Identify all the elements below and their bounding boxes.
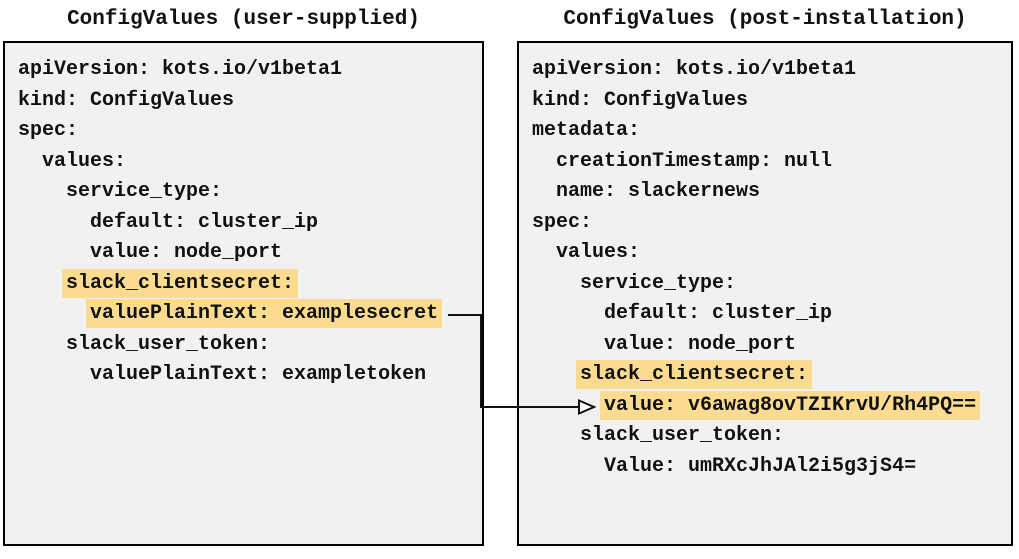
yaml-line: apiVersion: kots.io/v1beta1 <box>532 55 1011 86</box>
yaml-text: Value: umRXcJhJAl2i5g3jS4= <box>604 454 917 478</box>
yaml-line: metadata: <box>532 116 1011 147</box>
yaml-text: apiVersion: kots.io/v1beta1 <box>532 58 857 81</box>
yaml-line: values: <box>532 238 1011 269</box>
yaml-text: values: <box>42 149 127 173</box>
yaml-text: spec: <box>18 119 79 142</box>
yaml-line: value: node_port <box>532 330 1011 361</box>
yaml-text: slack_user_token: <box>66 332 271 356</box>
indent <box>532 455 604 478</box>
indent <box>18 333 66 356</box>
indent <box>532 424 580 447</box>
yaml-text: default: cluster_ip <box>604 302 833 325</box>
yaml-line-highlighted: value: v6awag8ovTZIKrvU/Rh4PQ== <box>532 390 1011 422</box>
post-installation-config-panel: apiVersion: kots.io/v1beta1 kind: Config… <box>517 41 1013 546</box>
yaml-text: default: cluster_ip <box>90 210 319 234</box>
yaml-line: creationTimestamp: null <box>532 147 1011 178</box>
yaml-text: apiVersion: kots.io/v1beta1 <box>18 58 343 81</box>
yaml-text: slack_user_token: <box>580 424 785 447</box>
yaml-text: values: <box>556 241 641 264</box>
yaml-text: spec: <box>532 210 593 234</box>
yaml-line: kind: ConfigValues <box>532 86 1011 117</box>
yaml-text: service_type: <box>580 271 737 295</box>
yaml-line: apiVersion: kots.io/v1beta1 <box>18 55 482 86</box>
indent <box>532 272 580 295</box>
yaml-line: spec: <box>532 208 1011 239</box>
yaml-text: kind: ConfigValues <box>532 88 749 112</box>
yaml-text: creationTimestamp: null <box>556 149 833 173</box>
left-panel-title: ConfigValues (user-supplied) <box>67 8 420 31</box>
yaml-line-highlighted: valuePlainText: examplesecret <box>18 299 482 330</box>
right-panel-title: ConfigValues (post-installation) <box>563 8 967 31</box>
left-yaml-code: apiVersion: kots.io/v1beta1 kind: Config… <box>5 43 482 391</box>
yaml-text: kind: ConfigValues <box>18 88 235 112</box>
yaml-line: service_type: <box>532 269 1011 300</box>
yaml-line: slack_user_token: <box>532 421 1011 452</box>
yaml-text: valuePlainText: examplesecret <box>86 299 443 328</box>
yaml-text: slack_clientsecret: <box>62 268 299 298</box>
yaml-text: service_type: <box>66 180 223 203</box>
indent <box>532 333 604 356</box>
indent <box>532 363 580 386</box>
yaml-line: kind: ConfigValues <box>18 86 482 117</box>
yaml-line: valuePlainText: exampletoken <box>18 360 482 391</box>
indent <box>18 272 66 295</box>
yaml-text: valuePlainText: exampletoken <box>90 363 427 386</box>
right-yaml-code: apiVersion: kots.io/v1beta1 kind: Config… <box>519 43 1011 482</box>
indent <box>532 241 556 264</box>
yaml-line: value: node_port <box>18 238 482 269</box>
indent <box>18 302 90 325</box>
indent <box>532 302 604 325</box>
indent <box>18 180 66 203</box>
indent <box>532 394 604 417</box>
yaml-text: value: v6awag8ovTZIKrvU/Rh4PQ== <box>600 390 981 420</box>
yaml-line: default: cluster_ip <box>18 208 482 239</box>
yaml-line: Value: umRXcJhJAl2i5g3jS4= <box>532 452 1011 483</box>
yaml-line: service_type: <box>18 177 482 208</box>
yaml-text: slack_clientsecret: <box>576 360 813 389</box>
indent <box>18 150 42 173</box>
indent <box>18 241 90 264</box>
indent <box>18 211 90 234</box>
yaml-text: value: node_port <box>604 332 797 356</box>
yaml-text: value: node_port <box>90 241 283 264</box>
yaml-line: name: slackernews <box>532 177 1011 208</box>
yaml-text: metadata: <box>532 119 641 142</box>
indent <box>532 150 556 173</box>
user-supplied-config-panel: apiVersion: kots.io/v1beta1 kind: Config… <box>3 41 484 546</box>
yaml-line: spec: <box>18 116 482 147</box>
yaml-line-highlighted: slack_clientsecret: <box>532 360 1011 391</box>
yaml-line: default: cluster_ip <box>532 299 1011 330</box>
yaml-line: slack_user_token: <box>18 330 482 361</box>
yaml-line: values: <box>18 147 482 178</box>
yaml-line-highlighted: slack_clientsecret: <box>18 268 482 300</box>
indent <box>18 363 90 386</box>
indent <box>532 180 556 203</box>
yaml-text: name: slackernews <box>556 180 761 203</box>
